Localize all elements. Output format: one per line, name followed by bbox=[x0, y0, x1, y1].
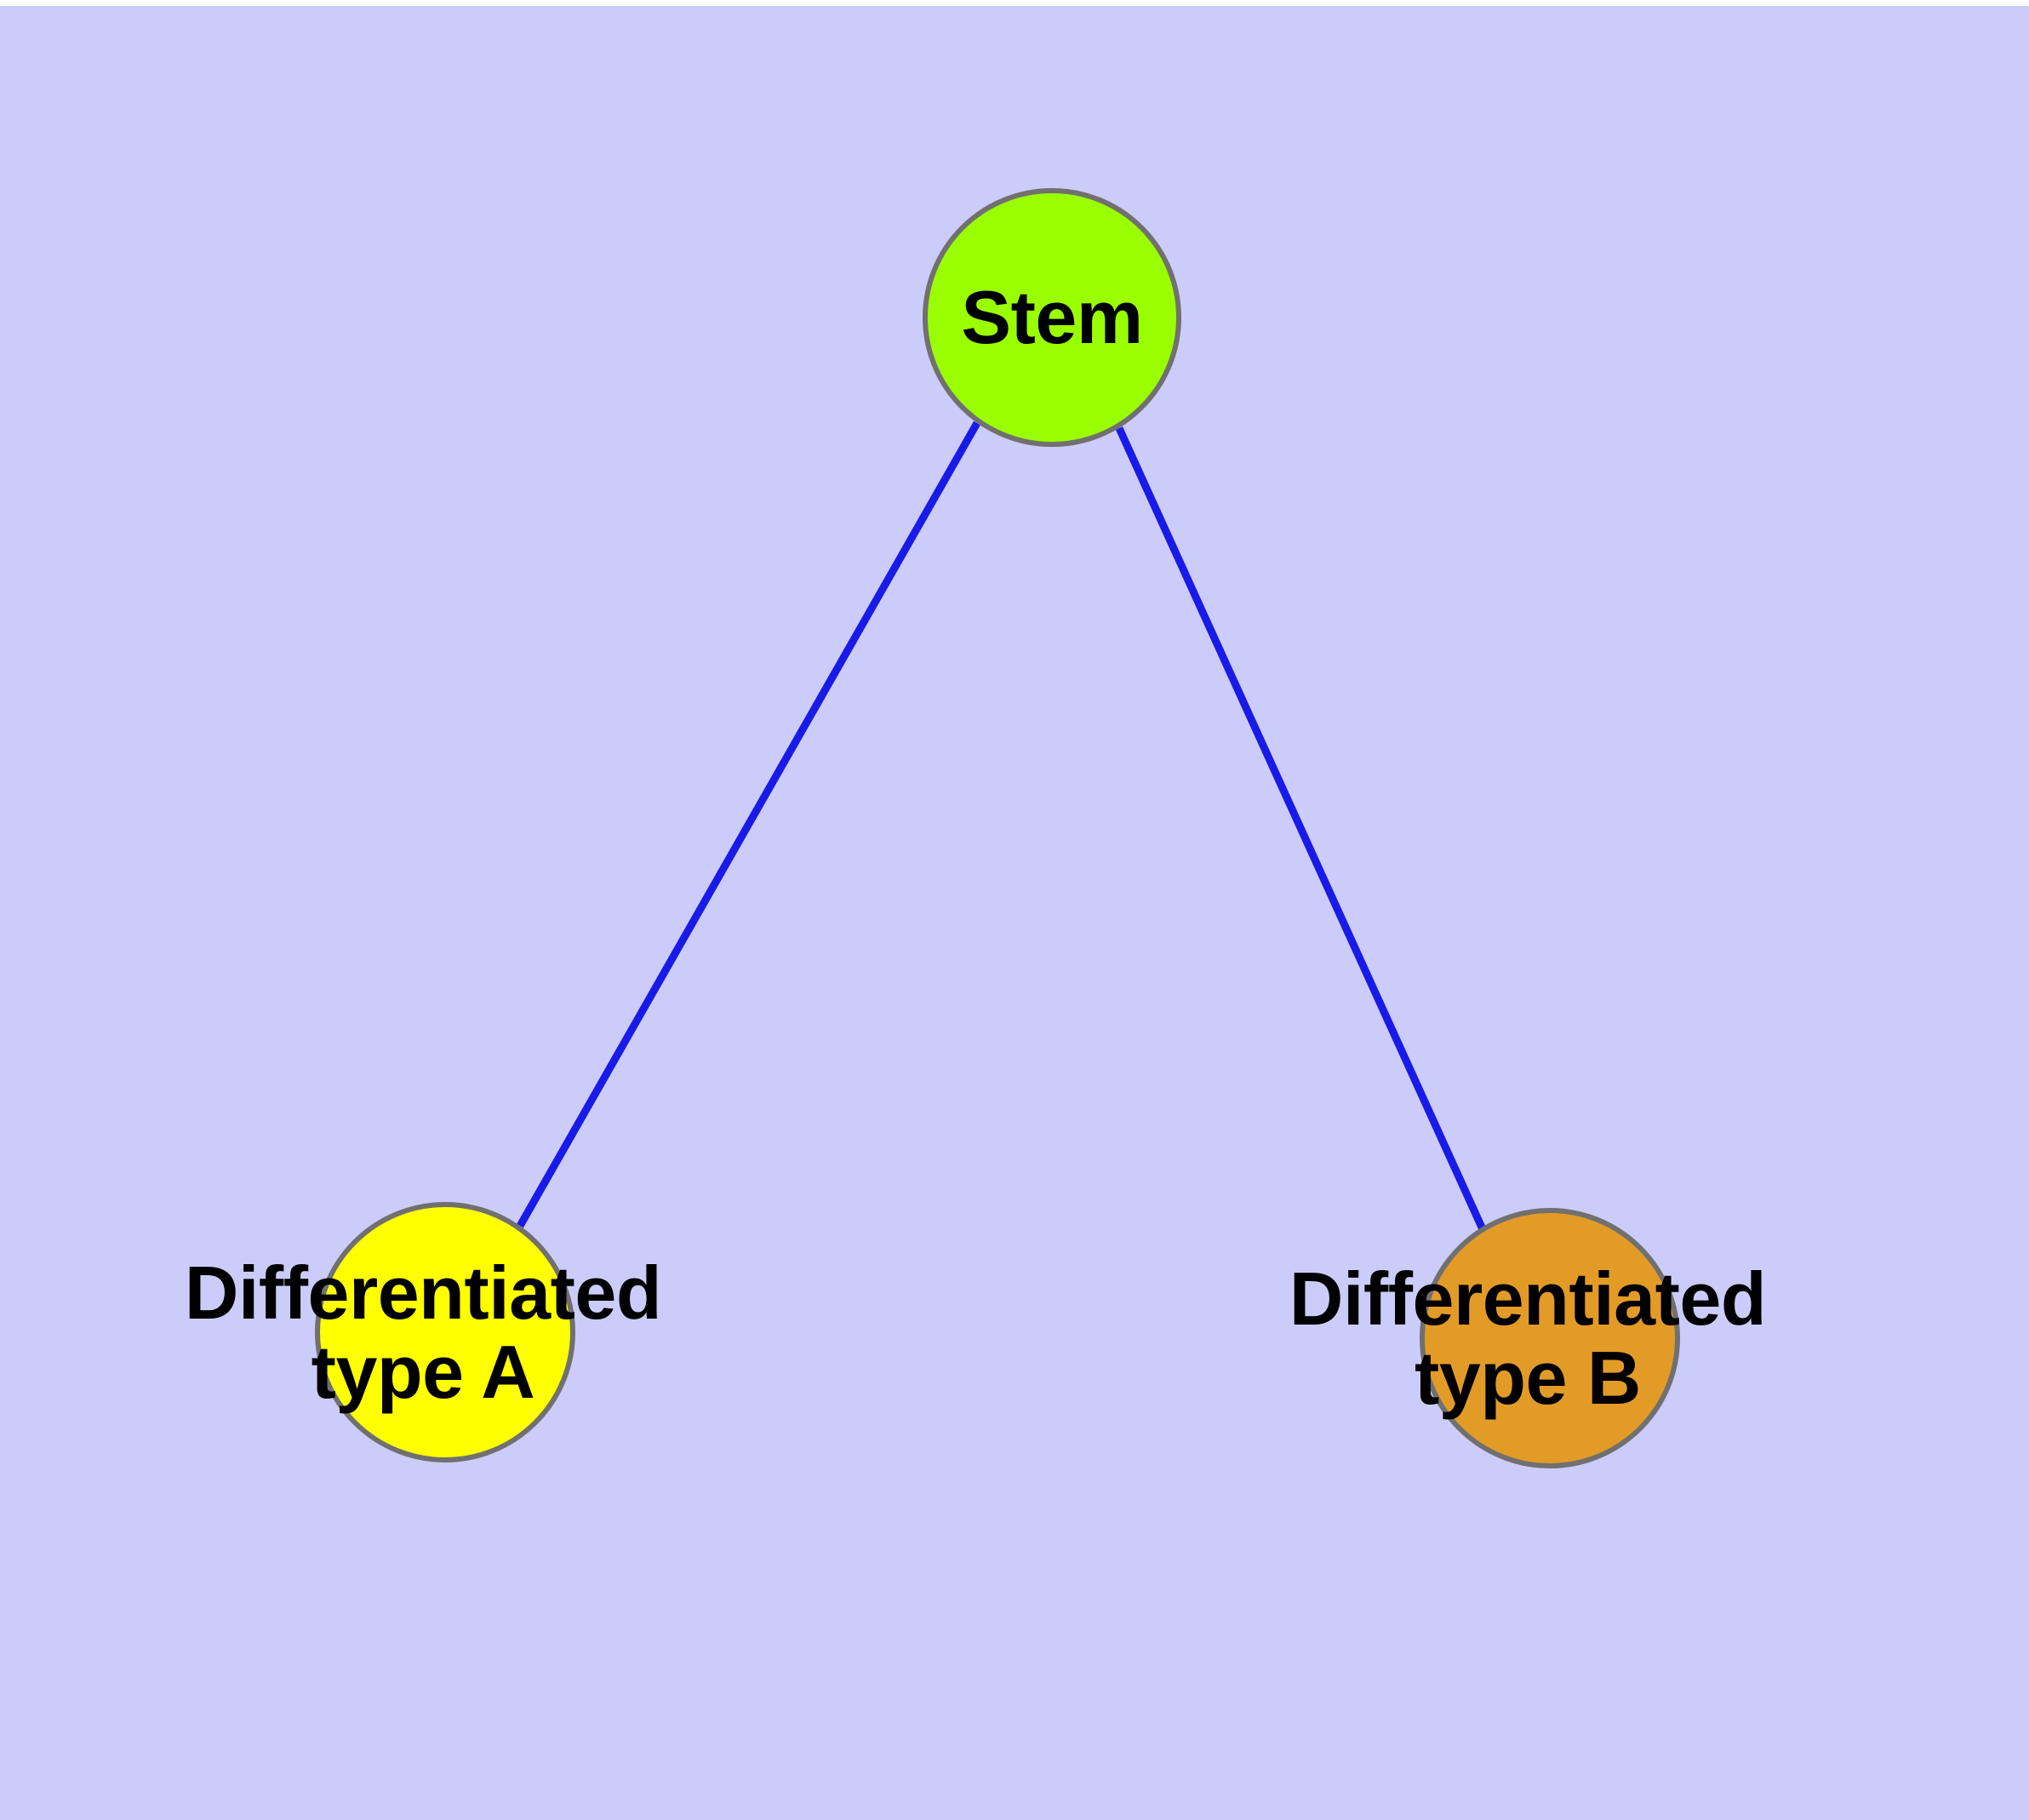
node-differentiated-type-a[interactable] bbox=[315, 1202, 575, 1462]
canvas-top-margin bbox=[0, 0, 2029, 6]
node-stem[interactable] bbox=[923, 188, 1181, 447]
edge-stem-to-differentiated-type-b bbox=[1115, 426, 1487, 1231]
edge-stem-to-differentiated-type-a bbox=[517, 421, 980, 1228]
node-differentiated-type-b[interactable] bbox=[1420, 1208, 1680, 1468]
